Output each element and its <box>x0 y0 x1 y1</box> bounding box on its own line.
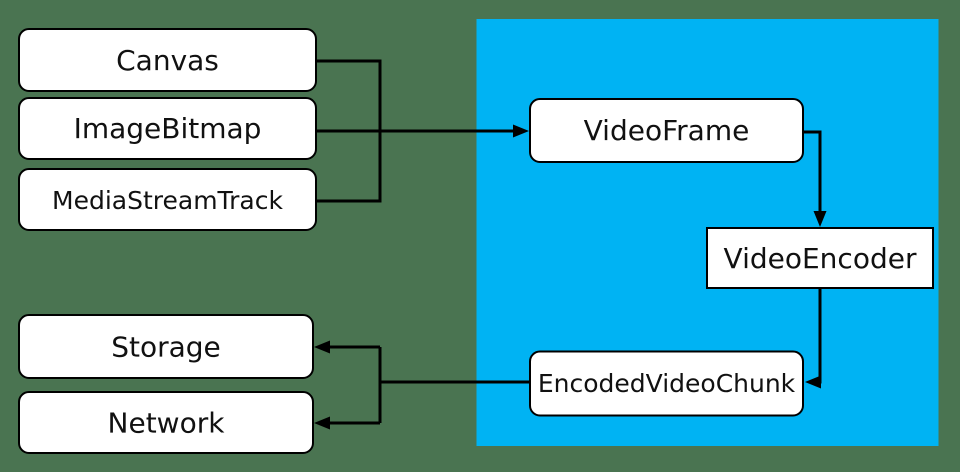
node-encodedvideochunk: EncodedVideoChunk <box>529 350 804 417</box>
node-network-box <box>18 391 314 454</box>
arrowhead-into-network-icon <box>314 416 330 430</box>
node-encodedvideochunk-label: EncodedVideoChunk <box>538 369 796 398</box>
node-mediastreamtrack: MediaStreamTrack <box>18 168 317 231</box>
node-mediastreamtrack-box <box>18 168 317 231</box>
node-storage-box <box>18 314 314 379</box>
node-videoframe-label: VideoFrame <box>584 114 750 147</box>
node-network-label: Network <box>108 407 226 440</box>
node-videoframe: VideoFrame <box>529 98 804 163</box>
node-imagebitmap-box <box>18 97 317 160</box>
node-videoencoder: VideoEncoder <box>706 227 934 289</box>
node-videoencoder-label: VideoEncoder <box>724 242 917 275</box>
arrowhead-into-videoencoder-icon <box>813 211 827 227</box>
node-videoframe-box <box>529 98 804 163</box>
node-canvas-label: Canvas <box>116 44 219 77</box>
node-canvas: Canvas <box>18 28 317 92</box>
node-imagebitmap-label: ImageBitmap <box>74 112 262 145</box>
arrowhead-into-videoframe-icon <box>513 124 529 138</box>
node-storage: Storage <box>18 314 314 379</box>
arrowhead-into-encodedvideochunk-icon <box>805 375 821 389</box>
connector-videoframe-to-videoencoder <box>803 130 822 212</box>
node-canvas-box <box>18 28 317 92</box>
arrowhead-into-storage-icon <box>314 340 330 354</box>
node-network: Network <box>18 391 314 454</box>
node-storage-label: Storage <box>111 331 221 364</box>
node-mediastreamtrack-label: MediaStreamTrack <box>52 186 283 215</box>
node-videoencoder-box <box>706 227 934 289</box>
node-imagebitmap: ImageBitmap <box>18 97 317 160</box>
node-encodedvideochunk-box <box>529 350 804 417</box>
